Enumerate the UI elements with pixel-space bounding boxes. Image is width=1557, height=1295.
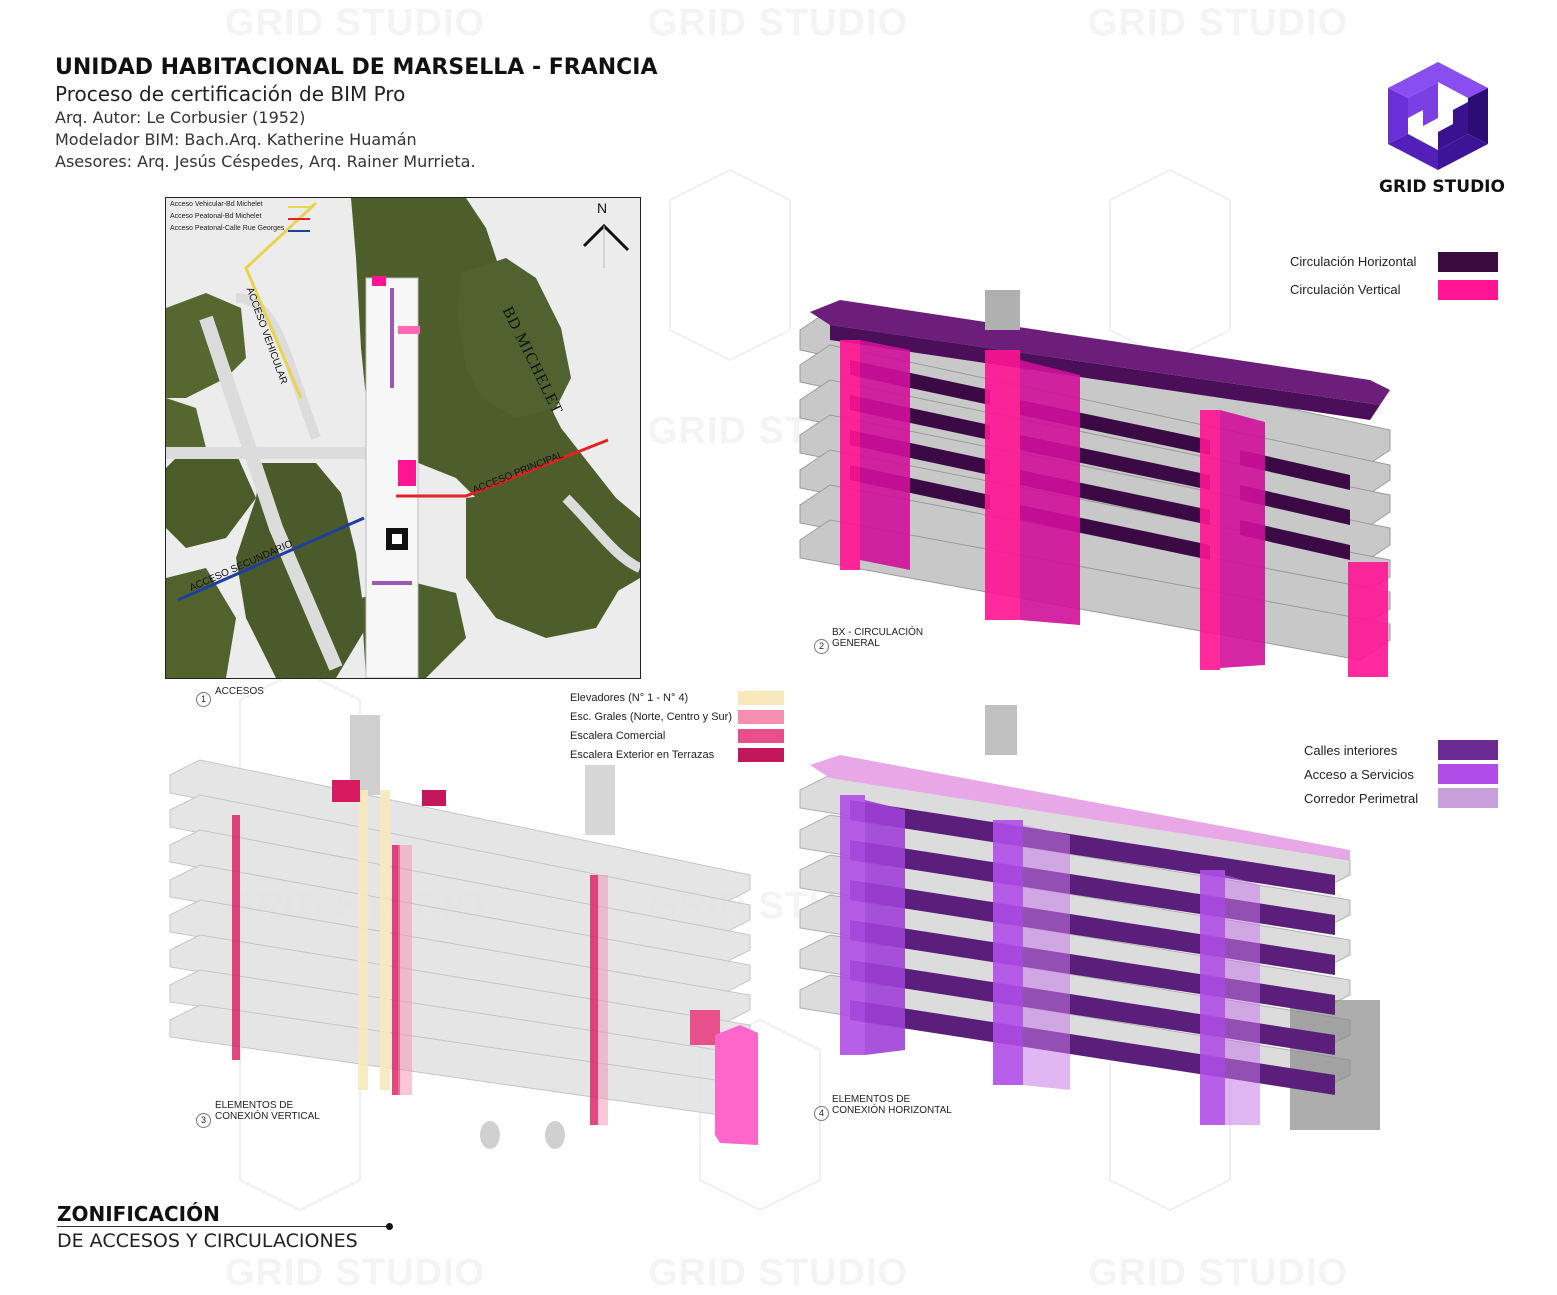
page-subtitle: Proceso de certificación de BIM Pro xyxy=(55,82,406,106)
north-label: N xyxy=(597,200,608,216)
map-legend-swatch-vehicular xyxy=(288,206,310,208)
watermark: GRID STUDIO xyxy=(1088,2,1348,45)
legend-calles-swatch xyxy=(1438,740,1498,760)
caption-number-3: 3 xyxy=(196,1113,211,1128)
cube-logo-icon xyxy=(1388,62,1488,170)
legend-circ-horizontal-label: Circulación Horizontal xyxy=(1290,254,1417,269)
legend-servicios-label: Acceso a Servicios xyxy=(1304,767,1414,782)
caption-number-4: 4 xyxy=(814,1106,829,1121)
caption-view4-line1: ELEMENTOS DE xyxy=(832,1094,911,1105)
legend-esc-comercial-swatch xyxy=(738,729,784,743)
view4-axonometric xyxy=(799,705,1380,1130)
legend-perimetral-swatch xyxy=(1438,788,1498,808)
legend-circ-horizontal-swatch xyxy=(1438,252,1498,272)
legend-esc-grales-label: Esc. Grales (Norte, Centro y Sur) xyxy=(570,711,732,723)
watermark: GRID STUDIO xyxy=(648,2,908,45)
map-legend-peatonal-georges: Acceso Peatonal-Calle Rue Georges xyxy=(170,225,285,232)
footer-title: ZONIFICACIÓN xyxy=(57,1202,220,1226)
view3-axonometric xyxy=(169,715,758,1149)
site-plan-map: Acceso Vehicular-Bd Michelet Acceso Peat… xyxy=(165,197,641,679)
footer-subtitle: DE ACCESOS Y CIRCULACIONES xyxy=(57,1230,358,1252)
map-legend-vehicular: Acceso Vehicular-Bd Michelet xyxy=(170,201,263,208)
caption-number-1: 1 xyxy=(196,692,211,707)
caption-view3-line1: ELEMENTOS DE xyxy=(215,1100,294,1111)
author-line: Arq. Autor: Le Corbusier (1952) xyxy=(55,108,306,127)
legend-esc-exterior-swatch xyxy=(738,748,784,762)
watermark: GRID STUDIO xyxy=(225,2,485,45)
caption-accesos: ACCESOS xyxy=(215,686,264,697)
legend-perimetral-label: Corredor Perimetral xyxy=(1304,791,1419,806)
legend-circ-vertical-label: Circulación Vertical xyxy=(1290,282,1401,297)
legend-esc-exterior-label: Escalera Exterior en Terrazas xyxy=(570,749,715,761)
caption-view2-line2: GENERAL xyxy=(832,638,880,649)
legend-elevadores-label: Elevadores (N° 1 - N° 4) xyxy=(570,692,689,704)
view2-axonometric xyxy=(799,290,1391,677)
footer-divider xyxy=(57,1226,389,1227)
legend-esc-comercial-label: Escalera Comercial xyxy=(570,730,666,742)
caption-view2-line1: BX - CIRCULACIÓN xyxy=(832,627,924,638)
modeler-line: Modelador BIM: Bach.Arq. Katherine Huamá… xyxy=(55,130,417,149)
watermark: GRID STUDIO xyxy=(225,1252,485,1295)
legend-circ-vertical-swatch xyxy=(1438,280,1498,300)
caption-view3-line2: CONEXIÓN VERTICAL xyxy=(215,1111,320,1122)
advisors-line: Asesores: Arq. Jesús Céspedes, Arq. Rain… xyxy=(55,152,476,171)
watermark: GRID STUDIO xyxy=(1088,1252,1348,1295)
caption-number-2: 2 xyxy=(814,639,829,654)
legend-servicios-swatch xyxy=(1438,764,1498,784)
logo-text: GRID STUDIO xyxy=(1379,177,1505,197)
caption-view4-line2: CONEXIÓN HORIZONTAL xyxy=(832,1105,952,1116)
legend-calles-label: Calles interiores xyxy=(1304,743,1398,758)
map-legend-peatonal-michelet: Acceso Peatonal-Bd Michelet xyxy=(170,213,262,220)
site-plan-drawing xyxy=(166,198,640,678)
legend-elevadores-swatch xyxy=(738,691,784,705)
map-legend-swatch-peatonal xyxy=(288,218,310,220)
map-legend-swatch-georges xyxy=(288,230,310,232)
legend-esc-grales-swatch xyxy=(738,710,784,724)
footer-divider-dot xyxy=(386,1223,393,1230)
watermark: GRID STUDIO xyxy=(648,1252,908,1295)
page-title: UNIDAD HABITACIONAL DE MARSELLA - FRANCI… xyxy=(55,55,658,80)
